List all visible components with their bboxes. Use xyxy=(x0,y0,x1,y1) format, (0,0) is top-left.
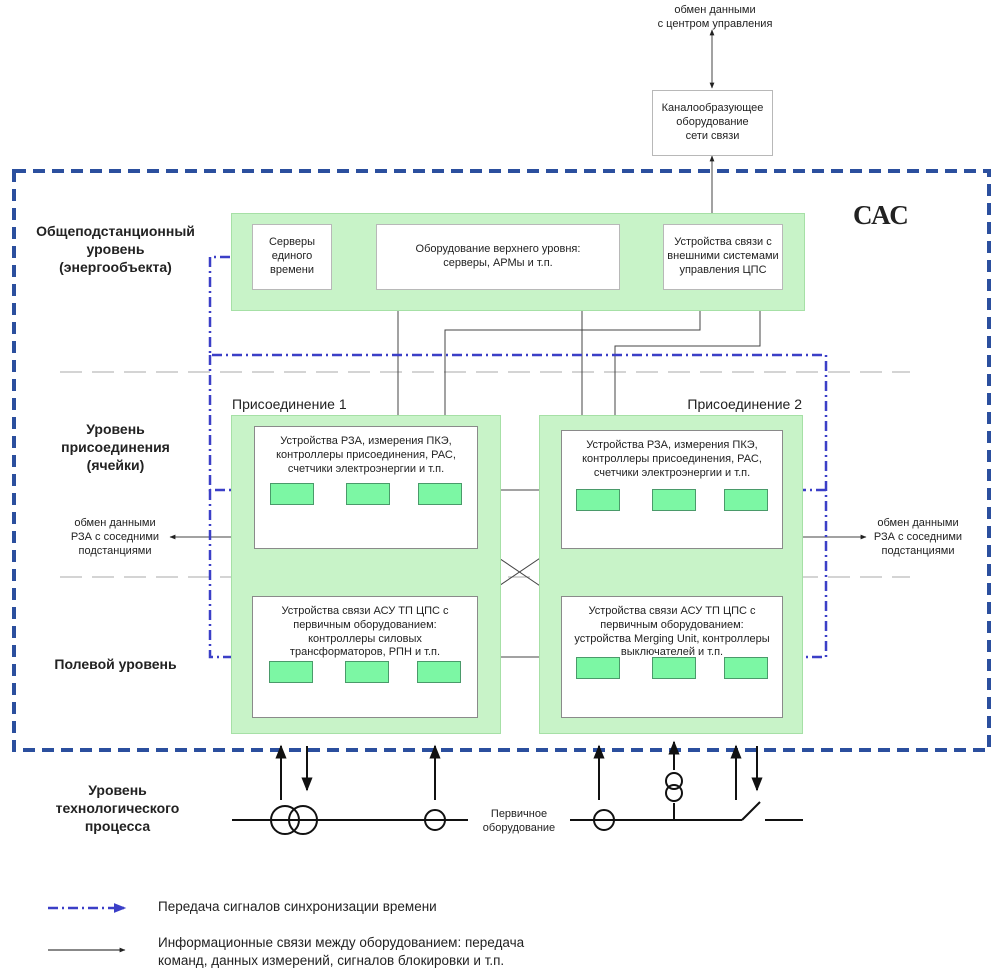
bay1-field-box: Устройства связи АСУ ТП ЦПС с первичным … xyxy=(252,596,478,718)
legend-info-text: Информационные связи между оборудованием… xyxy=(158,935,525,968)
bay1-field-ied-2 xyxy=(345,661,389,683)
channel-equipment-box: Каналообразующее оборудование сети связи xyxy=(652,90,773,156)
bay1-protection-ied-3 xyxy=(418,483,462,505)
cac-boundary xyxy=(12,169,991,752)
bay2-field-ied-2 xyxy=(652,657,696,679)
bay2-field-ied-1 xyxy=(576,657,620,679)
bay1-protection-text: Устройства РЗА, измерения ПКЭ, контролле… xyxy=(276,435,456,475)
bay2-field-text: Устройства связи АСУ ТП ЦПС с первичным … xyxy=(574,605,770,659)
level-bay: Уровень присоединения (ячейки) xyxy=(61,421,170,474)
bay2-protection-ied-1 xyxy=(576,489,620,511)
bay2-protection-text: Устройства РЗА, измерения ПКЭ, контролле… xyxy=(582,439,762,479)
legend-sync-text: Передача сигналов синхронизации времени xyxy=(158,899,437,914)
bay2-protection-ied-2 xyxy=(652,489,696,511)
top-exchange-label: обмен данными с центром управления xyxy=(657,4,773,30)
primary-equipment-label: Первичное оборудование xyxy=(482,808,556,834)
neighbor-exchange-right: обмен данными РЗА с соседними подстанция… xyxy=(873,517,963,557)
primary-equipment-lines xyxy=(232,772,803,835)
level-field: Полевой уровень xyxy=(54,656,177,672)
bay1-title: Присоединение 1 xyxy=(232,396,347,412)
upper-equipment-box: Оборудование верхнего уровня: серверы, А… xyxy=(376,224,620,290)
bay2-protection-ied-3 xyxy=(724,489,768,511)
time-servers-box: Серверы единого времени xyxy=(252,224,332,290)
bay2-field-ied-3 xyxy=(724,657,768,679)
neighbor-exchange-left: обмен данными РЗА с соседними подстанция… xyxy=(70,517,160,557)
level-station: Общеподстанционный уровень (энергообъект… xyxy=(36,223,195,276)
bay1-protection-ied-2 xyxy=(346,483,390,505)
bay2-title: Присоединение 2 xyxy=(687,396,802,412)
cac-label: САС xyxy=(853,200,909,230)
bay1-field-text: Устройства связи АСУ ТП ЦПС с первичным … xyxy=(281,605,449,659)
bay1-protection-ied-1 xyxy=(270,483,314,505)
bay1-field-ied-3 xyxy=(417,661,461,683)
level-process: Уровень технологического процесса xyxy=(55,782,180,835)
external-comm-box: Устройства связи с внешними системами уп… xyxy=(663,224,783,290)
bay1-field-ied-1 xyxy=(269,661,313,683)
